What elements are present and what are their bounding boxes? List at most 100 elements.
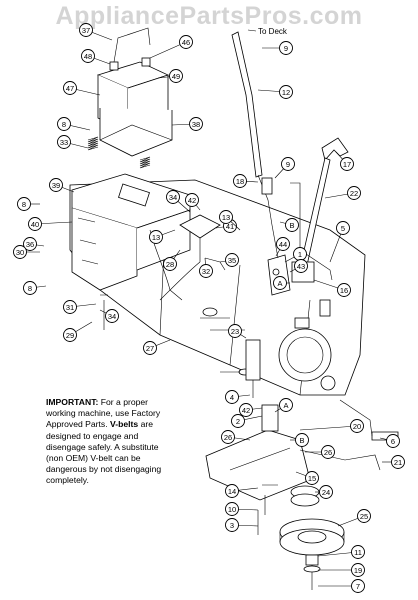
callout-1: 1: [293, 247, 307, 261]
callout-38: 38: [189, 117, 203, 131]
callout-circle: [350, 419, 364, 433]
callout-label: 47: [66, 84, 74, 93]
callout-label: 44: [279, 240, 287, 249]
callout-label: 10: [228, 505, 236, 514]
post-part: [245, 339, 261, 398]
callout-circle: [295, 433, 309, 447]
callout-35: 35: [225, 253, 239, 267]
callout-circle: [149, 230, 163, 244]
callout-8: 8: [23, 281, 37, 295]
callout-circle: [63, 81, 77, 95]
callout-label: 31: [66, 303, 74, 312]
callout-16: 16: [337, 283, 351, 297]
callout-circle: [321, 445, 335, 459]
callout-circle: [337, 283, 351, 297]
callout-12: 12: [279, 85, 293, 99]
callout-circle: [305, 471, 319, 485]
callout-circle: [163, 257, 177, 271]
callout-circle: [143, 341, 157, 355]
callout-label: 33: [60, 138, 68, 147]
callout-32: 32: [199, 264, 213, 278]
callout-label: 6: [391, 437, 395, 446]
callout-circle: [219, 210, 233, 224]
callout-circle: [225, 484, 239, 498]
callout-circle: [336, 221, 350, 235]
bolt-part: [100, 294, 278, 535]
callout-label: 18: [236, 177, 244, 186]
callout-label: 41: [226, 222, 234, 231]
callout-circle: [347, 186, 361, 200]
callout-28: 28: [163, 257, 177, 271]
callout-47: 47: [63, 81, 77, 95]
callout-circle: [319, 485, 333, 499]
callout-label: 36: [26, 240, 34, 249]
callout-8: 8: [57, 117, 71, 131]
callout-circle: [281, 157, 295, 171]
callout-label: 13: [152, 233, 160, 242]
callout-label: 8: [22, 200, 26, 209]
callout-label: 8: [62, 120, 66, 129]
callout-33: 33: [57, 135, 71, 149]
callout-label: 46: [182, 38, 190, 47]
battery-tray-part: [71, 173, 191, 291]
callout-label: 20: [353, 422, 361, 431]
idler-bracket-part: [205, 399, 399, 501]
callout-label: 49: [172, 72, 180, 81]
callout-label: B: [289, 221, 294, 230]
callout-10: 10: [225, 502, 239, 516]
callout-5: 5: [336, 221, 350, 235]
callout-label: 43: [297, 262, 305, 271]
callout-8: 8: [17, 197, 31, 211]
callout-label: 7: [356, 582, 360, 591]
callout-circle: [279, 85, 293, 99]
callout-9: 9: [281, 157, 295, 171]
callout-label: 11: [354, 548, 362, 557]
callout-26: 26: [321, 445, 335, 459]
callout-circle: [231, 414, 245, 428]
callout-circle: [273, 276, 287, 290]
callout-label: 24: [322, 488, 330, 497]
deck-label: To Deck: [258, 27, 288, 36]
callout-15: 15: [305, 471, 319, 485]
vbelts-label: V-belts: [110, 419, 139, 430]
callout-circle: [233, 174, 247, 188]
callout-14: 14: [225, 484, 239, 498]
callout-circle: [179, 35, 193, 49]
important-note: IMPORTANT: For a proper working machine,…: [46, 397, 174, 487]
callout-circle: [23, 281, 37, 295]
callout-label: 40: [31, 220, 39, 229]
callout-label: 17: [343, 160, 351, 169]
callout-label: 26: [224, 433, 232, 442]
callout-circle: [49, 178, 63, 192]
callout-circle: [294, 259, 308, 273]
callout-circle: [23, 237, 37, 251]
callout-13: 13: [149, 230, 163, 244]
callout-circle: [351, 545, 365, 559]
callout-circle: [63, 300, 77, 314]
callout-44: 44: [276, 237, 290, 251]
callout-34: 34: [105, 309, 119, 323]
callout-18: 18: [233, 174, 247, 188]
callout-label: 38: [192, 120, 200, 129]
callout-label: 8: [28, 284, 32, 293]
callout-label: 42: [242, 406, 250, 415]
callout-31: 31: [63, 300, 77, 314]
callout-label: 30: [16, 248, 24, 257]
callout-39: 39: [49, 178, 63, 192]
callout-label: 1: [298, 250, 302, 259]
callout-circle: [225, 253, 239, 267]
callout-circle: [391, 455, 405, 469]
callout-13: 13: [219, 210, 233, 224]
callout-circle: [225, 502, 239, 516]
callout-label: 5: [341, 224, 345, 233]
callout-label: A: [283, 401, 288, 410]
callout-22: 22: [347, 186, 361, 200]
callout-30: 30: [13, 245, 27, 259]
watermark-text: AppliancePartsPros.com: [55, 2, 363, 30]
callout-label: 13: [222, 213, 230, 222]
callout-label: 37: [82, 26, 90, 35]
callout-24: 24: [319, 485, 333, 499]
callout-circle: [279, 41, 293, 55]
callout-circle: [166, 190, 180, 204]
